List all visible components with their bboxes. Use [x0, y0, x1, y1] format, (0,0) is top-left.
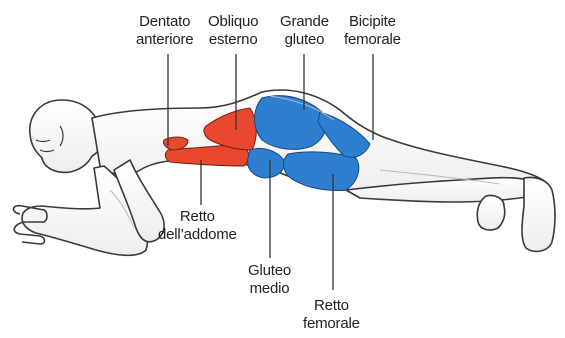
foot-front: [477, 195, 504, 230]
head: [30, 100, 102, 172]
label-bicipite-femorale: Bicipite femorale: [344, 13, 401, 49]
foot-back: [522, 178, 555, 252]
blue-muscles: [248, 96, 370, 191]
label-dentato-anteriore: Dentato anteriore: [136, 13, 193, 49]
label-grande-gluteo: Grande gluteo: [280, 13, 329, 49]
muscle-retto-femorale: [284, 152, 359, 190]
label-obliquo-esterno: Obliquo esterno: [208, 13, 258, 49]
label-gluteo-medio: Gluteo medio: [248, 262, 291, 298]
label-retto-addome: Retto dell’addome: [158, 208, 237, 244]
label-retto-femorale: Retto femorale: [303, 297, 360, 333]
